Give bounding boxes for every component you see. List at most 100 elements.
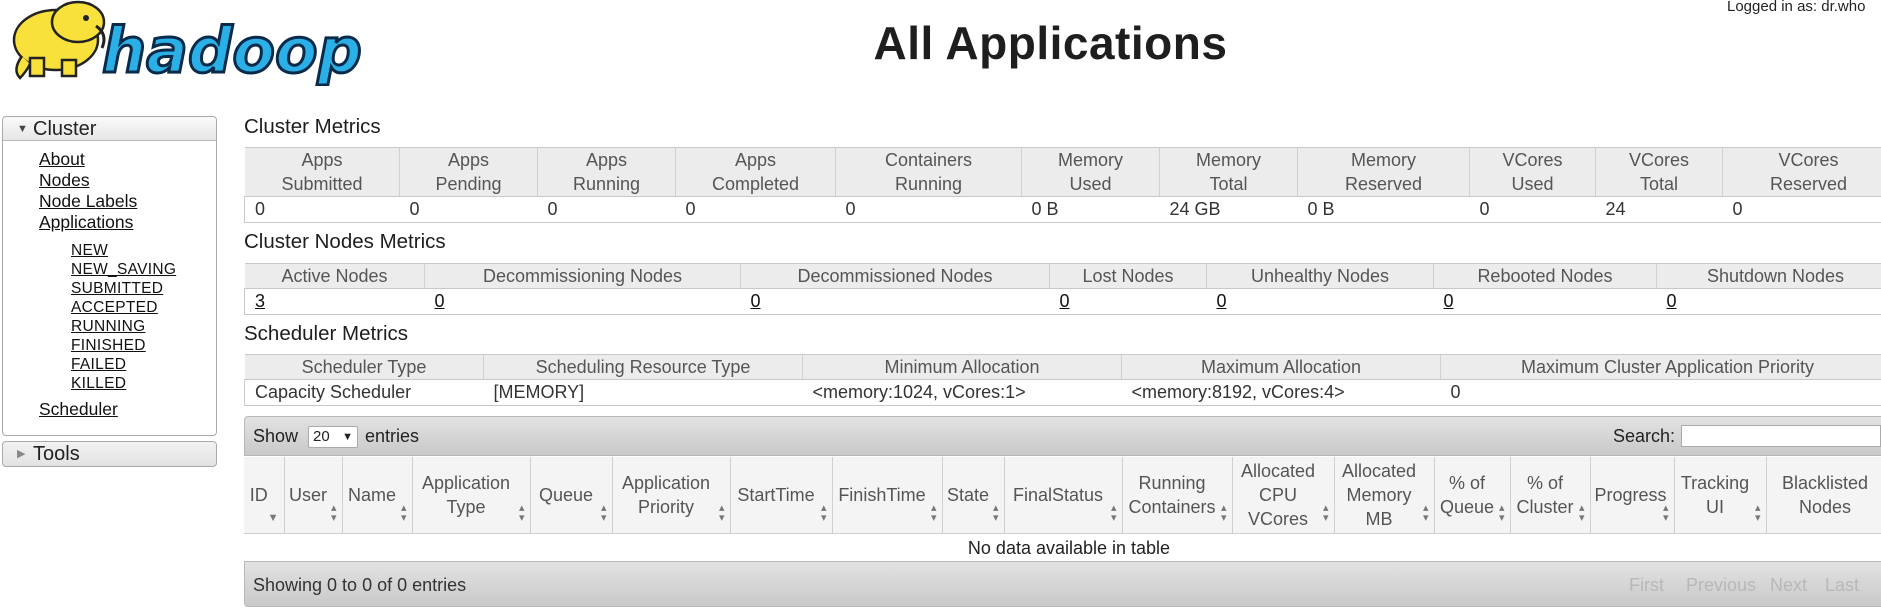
scheduler-metrics-title: Scheduler Metrics: [244, 322, 409, 345]
col-id[interactable]: ID▼: [244, 457, 285, 534]
minimum-allocation-value: <memory:1024, vCores:1>: [802, 379, 1122, 406]
state-running-link[interactable]: RUNNING: [71, 318, 146, 335]
entries-label: entries: [365, 426, 420, 446]
sort-icon: ▴▾: [992, 501, 999, 524]
cluster-panel: ▼ Cluster About Nodes Node Labels Applic…: [2, 116, 217, 436]
col-shutdown-nodes: Shutdown Nodes: [1656, 263, 1881, 289]
entries-per-page-select[interactable]: 20 ▼: [308, 426, 358, 448]
tools-panel-header[interactable]: ▶ Tools: [3, 442, 216, 466]
sort-icon: ▴▾: [820, 501, 827, 524]
active-nodes-link[interactable]: 3: [255, 291, 266, 311]
col-maximum-allocation: Maximum Allocation: [1121, 354, 1441, 380]
col-max-cluster-app-priority: Maximum Cluster Application Priority: [1440, 354, 1881, 380]
sort-icon: ▴▾: [1422, 501, 1429, 524]
nav-about-link[interactable]: About: [39, 149, 85, 169]
triangle-right-icon: ▶: [17, 448, 26, 460]
state-new-link[interactable]: NEW: [71, 242, 109, 259]
col-final-status[interactable]: FinalStatus▴▾: [1004, 457, 1123, 534]
apps-table-toolbar: Show 20 ▼ entries Search:: [244, 416, 1881, 456]
unhealthy-nodes-link[interactable]: 0: [1216, 291, 1227, 311]
nav-applications-link[interactable]: Applications: [39, 212, 134, 232]
cluster-panel-header[interactable]: ▼ Cluster: [3, 117, 216, 141]
pager-last-button[interactable]: Last: [1825, 575, 1860, 595]
nav-node-labels-link[interactable]: Node Labels: [39, 191, 138, 211]
tools-panel[interactable]: ▶ Tools: [2, 441, 217, 467]
entries-per-page-value: 20: [313, 428, 330, 445]
sort-icon: ▴▾: [330, 501, 337, 524]
scheduling-resource-type-value: [MEMORY]: [483, 379, 803, 406]
logged-in-user: Logged in as: dr.who: [1727, 0, 1866, 15]
cluster-panel-label: Cluster: [33, 118, 97, 140]
state-submitted-link[interactable]: SUBMITTED: [71, 280, 164, 297]
scheduler-metrics-value-row: Capacity Scheduler [MEMORY] <memory:1024…: [244, 379, 1881, 406]
decommissioning-nodes-link[interactable]: 0: [434, 291, 445, 311]
lost-nodes-link[interactable]: 0: [1059, 291, 1070, 311]
memory-total-value: 24 GB: [1159, 196, 1298, 223]
maximum-allocation-value: <memory:8192, vCores:4>: [1121, 379, 1441, 406]
max-cluster-app-priority-value: 0: [1440, 379, 1881, 406]
col-decommissioning-nodes: Decommissioning Nodes: [424, 263, 741, 289]
rebooted-nodes-link[interactable]: 0: [1443, 291, 1454, 311]
state-finished-link[interactable]: FINISHED: [71, 337, 146, 354]
search-input[interactable]: [1681, 425, 1881, 447]
col-lost-nodes: Lost Nodes: [1049, 263, 1207, 289]
sort-icon: ▴▾: [1578, 501, 1585, 524]
show-label: Show: [253, 426, 299, 446]
app-state-nav: NEW NEW_SAVING SUBMITTED ACCEPTED RUNNIN…: [71, 241, 176, 393]
nav-scheduler-link[interactable]: Scheduler: [39, 399, 118, 419]
nav-nodes-link[interactable]: Nodes: [39, 170, 90, 190]
containers-running-value: 0: [835, 196, 1022, 223]
col-start-time[interactable]: StartTime▴▾: [730, 457, 833, 534]
cluster-nav: About Nodes Node Labels Applications: [39, 149, 137, 233]
col-queue[interactable]: Queue▴▾: [530, 457, 613, 534]
shutdown-nodes-link[interactable]: 0: [1666, 291, 1677, 311]
col-scheduler-type: Scheduler Type: [244, 354, 484, 380]
page-title: All Applications: [873, 17, 1228, 69]
state-failed-link[interactable]: FAILED: [71, 356, 127, 373]
sort-icon: ▴▾: [1662, 501, 1669, 524]
node-metrics-title: Cluster Nodes Metrics: [244, 230, 446, 253]
col-finish-time[interactable]: FinishTime▴▾: [832, 457, 943, 534]
state-new-saving-link[interactable]: NEW_SAVING: [71, 261, 177, 278]
col-unhealthy-nodes: Unhealthy Nodes: [1206, 263, 1434, 289]
pager-first-button[interactable]: First: [1629, 575, 1664, 595]
logo-text: hadoop: [102, 14, 362, 86]
pager-next-button[interactable]: Next: [1770, 575, 1808, 595]
apps-pending-value: 0: [399, 196, 538, 223]
apps-submitted-value: 0: [244, 196, 400, 223]
col-state[interactable]: State▴▾: [942, 457, 1005, 534]
col-progress[interactable]: Progress▴▾: [1590, 457, 1675, 534]
sort-icon: ▴▾: [400, 501, 407, 524]
node-metrics-table: Active Nodes Decommissioning Nodes Decom…: [244, 263, 1881, 315]
sort-icon: ▴▾: [518, 501, 525, 524]
col-name[interactable]: Name▴▾: [342, 457, 413, 534]
cluster-metrics-value-row: 0 0 0 0 0 0 B 24 GB 0 B 0 24 0: [244, 196, 1881, 223]
col-user[interactable]: User▴▾: [284, 457, 343, 534]
state-killed-link[interactable]: KILLED: [71, 375, 127, 392]
col-active-nodes: Active Nodes: [244, 263, 425, 289]
pager-previous-button[interactable]: Previous: [1686, 575, 1757, 595]
state-accepted-link[interactable]: ACCEPTED: [71, 299, 158, 316]
decommissioned-nodes-link[interactable]: 0: [750, 291, 761, 311]
